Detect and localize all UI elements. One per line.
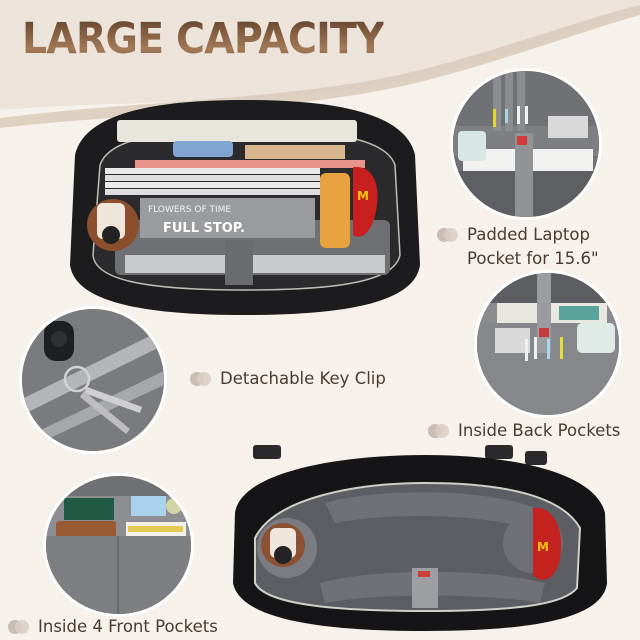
bullet-dot-icon bbox=[8, 620, 30, 634]
feature-label-back-pockets: Inside Back Pockets bbox=[428, 419, 620, 443]
svg-text:M: M bbox=[357, 189, 369, 203]
page-title: LARGE CAPACITY bbox=[22, 14, 385, 64]
bullet-dot-icon bbox=[437, 228, 459, 242]
front-pockets-detail-photo bbox=[46, 476, 191, 614]
feature-text: Inside Back Pockets bbox=[458, 421, 621, 440]
book-title-flowers: FLOWERS OF TIME bbox=[148, 205, 231, 215]
feature-text: Padded Laptop bbox=[467, 225, 590, 244]
svg-text:M: M bbox=[537, 540, 549, 554]
bag-top-photo: FLOWERS OF TIME FULL STOP. M bbox=[70, 100, 420, 315]
back-pockets-detail-photo bbox=[477, 273, 619, 415]
bullet-dot-icon bbox=[428, 424, 450, 438]
feature-label-laptop: Padded Laptop Pocket for 15.6" bbox=[437, 223, 599, 271]
book-title-fullstop: FULL STOP. bbox=[163, 221, 245, 236]
feature-text: Pocket for 15.6" bbox=[467, 249, 599, 268]
bullet-dot-icon bbox=[190, 372, 212, 386]
feature-label-front-pockets: Inside 4 Front Pockets bbox=[8, 615, 218, 639]
laptop-pocket-detail-photo bbox=[453, 71, 599, 217]
key-clip-detail-photo bbox=[22, 309, 164, 451]
feature-text: Inside 4 Front Pockets bbox=[38, 617, 218, 636]
feature-label-keyclip: Detachable Key Clip bbox=[190, 367, 386, 391]
feature-text: Detachable Key Clip bbox=[220, 369, 386, 388]
bag-bottom-photo: M bbox=[233, 445, 607, 631]
